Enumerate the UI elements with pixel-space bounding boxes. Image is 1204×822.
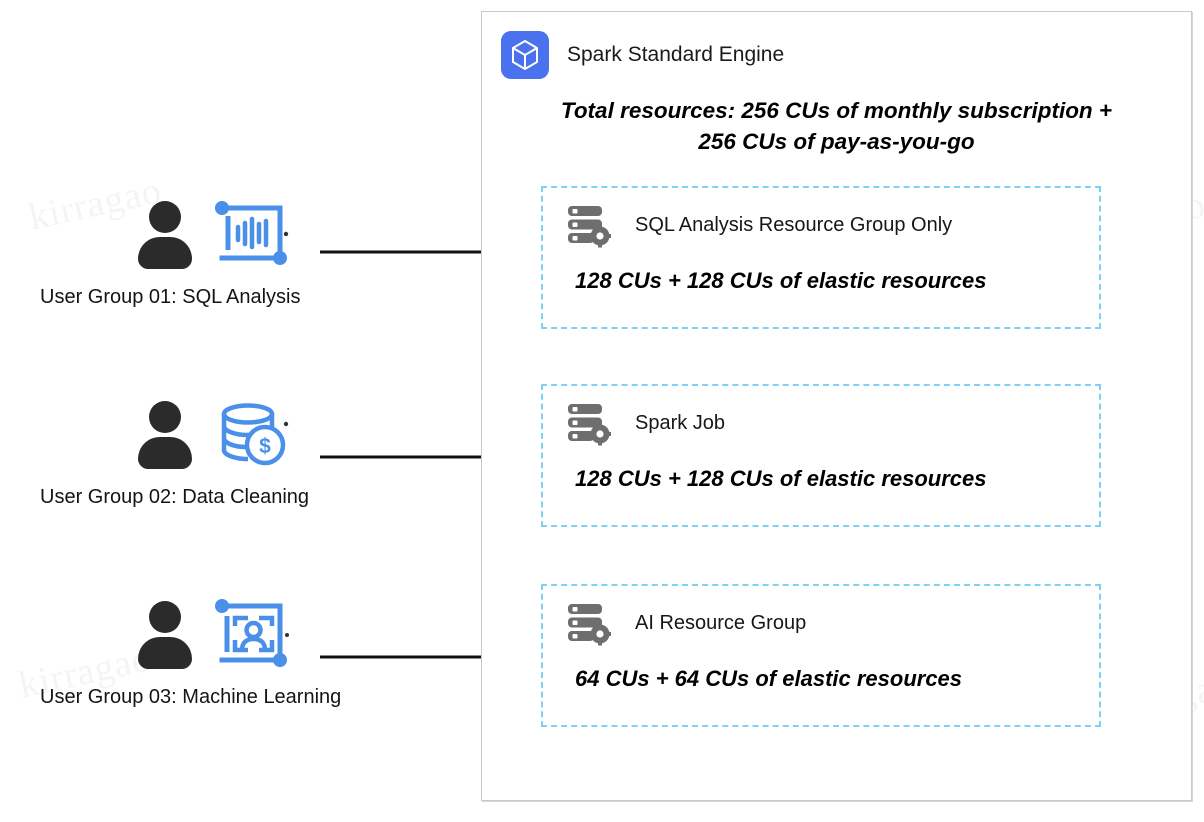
cube-icon bbox=[501, 31, 549, 79]
user-group-03-icons bbox=[0, 590, 450, 676]
database-dollar-icon: $ bbox=[221, 403, 289, 466]
person-icon bbox=[136, 199, 194, 269]
spark-engine-panel: Spark Standard Engine Total resources: 2… bbox=[481, 11, 1192, 801]
panel-header: Spark Standard Engine bbox=[482, 12, 1191, 79]
server-gear-icon bbox=[568, 206, 611, 248]
server-gear-icon bbox=[568, 604, 611, 646]
person-icon bbox=[136, 599, 194, 669]
person-icon bbox=[136, 399, 194, 469]
user-group-01-label: User Group 01: SQL Analysis bbox=[40, 286, 301, 308]
resource-group-sql-analysis[interactable]: SQL Analysis Resource Group Only 128 CUs… bbox=[541, 186, 1101, 329]
user-group-02-icons: $ bbox=[0, 390, 450, 476]
user-group-03-label: User Group 03: Machine Learning bbox=[40, 686, 342, 708]
sql-analysis-icon bbox=[215, 201, 289, 265]
user-group-02-label: User Group 02: Data Cleaning bbox=[40, 486, 310, 508]
resource-group-3-header: AI Resource Group bbox=[543, 586, 1099, 646]
resource-group-3-title: AI Resource Group bbox=[635, 611, 807, 634]
server-gear-icon bbox=[568, 404, 611, 446]
user-group-02[interactable]: $ User Group 02: Data Cleaning bbox=[0, 390, 450, 510]
total-resources-line-1: Total resources: 256 CUs of monthly subs… bbox=[560, 98, 1113, 123]
svg-text:$: $ bbox=[259, 435, 271, 458]
resource-group-2-title: Spark Job bbox=[635, 411, 726, 434]
resource-group-2-resources: 128 CUs + 128 CUs of elastic resources bbox=[575, 466, 987, 491]
resource-group-ai[interactable]: AI Resource Group 64 CUs + 64 CUs of ela… bbox=[541, 584, 1101, 727]
user-group-03[interactable]: User Group 03: Machine Learning bbox=[0, 590, 450, 710]
engine-title: Spark Standard Engine bbox=[567, 43, 785, 66]
resource-group-3-resources: 64 CUs + 64 CUs of elastic resources bbox=[575, 666, 963, 691]
resource-group-1-header: SQL Analysis Resource Group Only bbox=[543, 188, 1099, 248]
resource-group-1-resources: 128 CUs + 128 CUs of elastic resources bbox=[575, 268, 987, 293]
resource-group-spark-job[interactable]: Spark Job 128 CUs + 128 CUs of elastic r… bbox=[541, 384, 1101, 527]
user-group-01-icons bbox=[0, 190, 450, 276]
image-recognition-icon bbox=[215, 599, 289, 667]
total-resources-text: Total resources: 256 CUs of monthly subs… bbox=[496, 95, 1177, 157]
resource-group-1-title: SQL Analysis Resource Group Only bbox=[635, 213, 953, 236]
user-group-01[interactable]: User Group 01: SQL Analysis bbox=[0, 190, 450, 310]
resource-group-2-header: Spark Job bbox=[543, 386, 1099, 446]
total-resources-line-2: 256 CUs of pay-as-you-go bbox=[698, 129, 975, 154]
